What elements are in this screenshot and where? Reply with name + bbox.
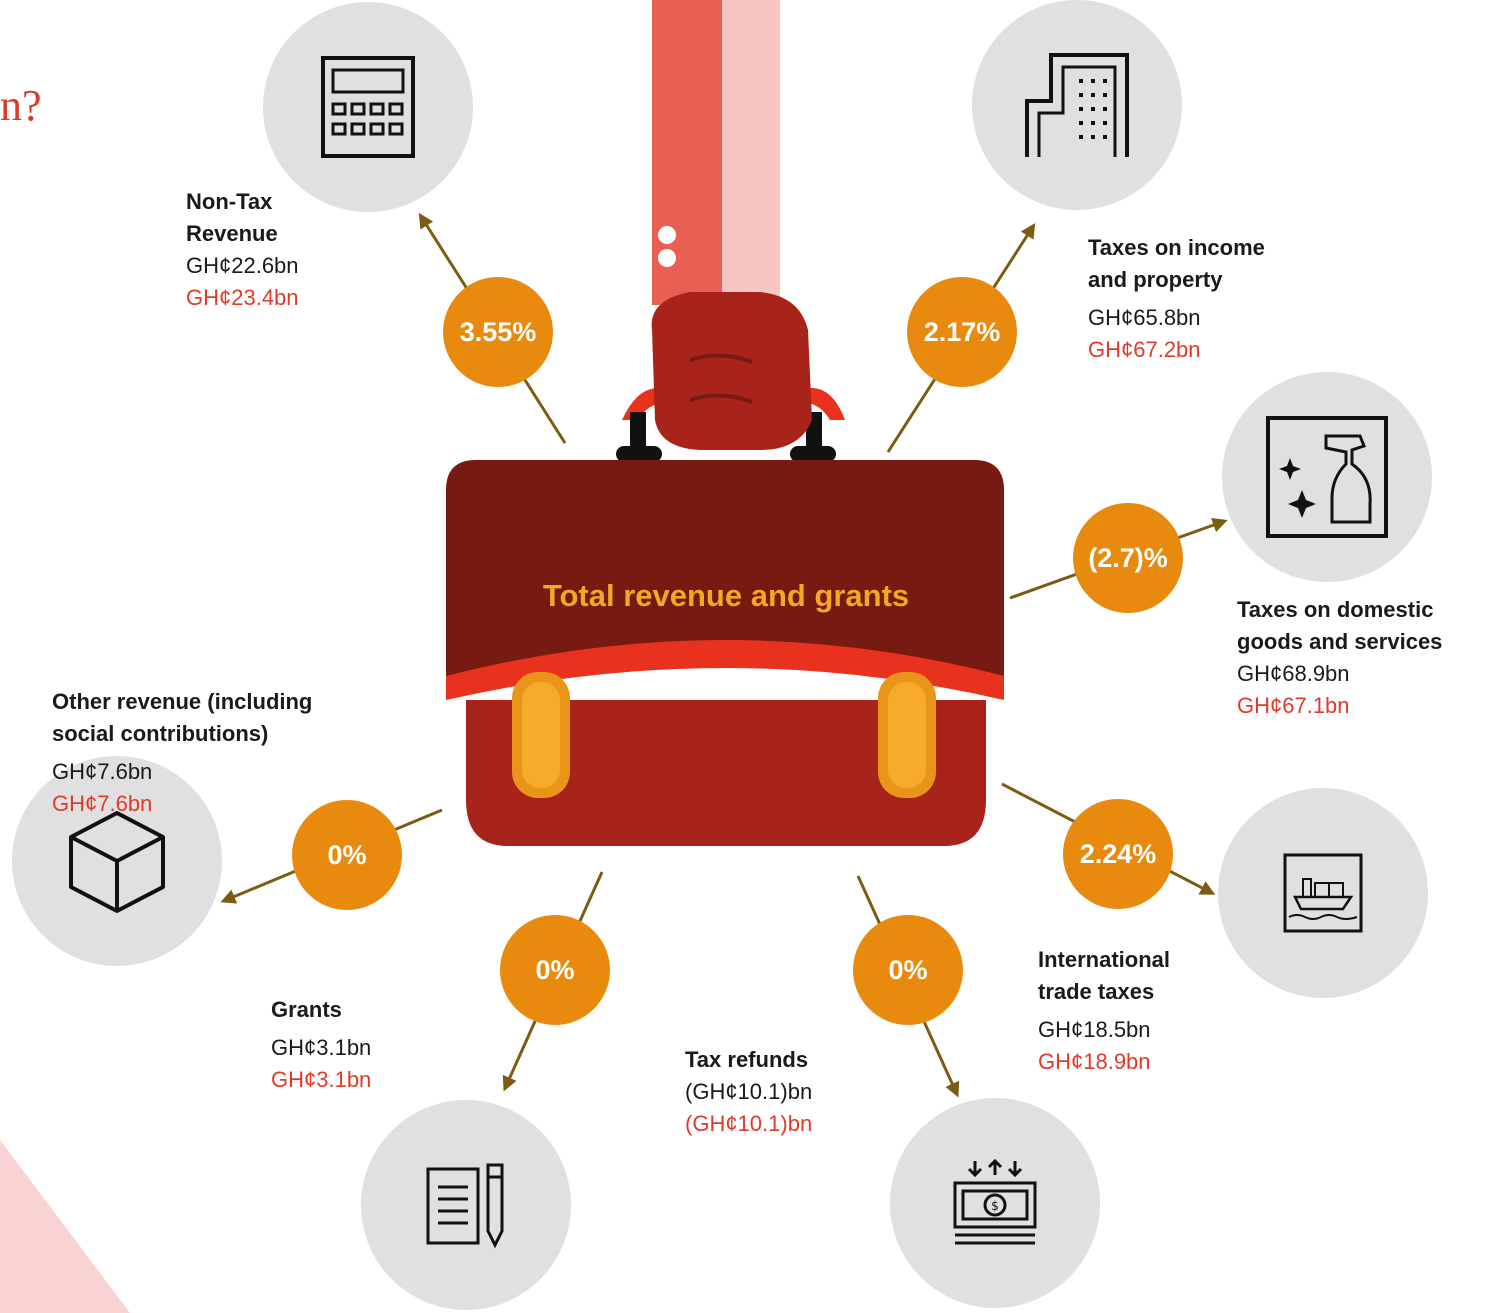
node-grants-value-1: GH¢3.1bn	[271, 1035, 372, 1060]
node-tax-refunds-title: Tax refunds	[685, 1047, 809, 1072]
node-grants-icon-circle	[361, 1100, 571, 1310]
money-transfer-icon: $	[953, 1158, 1037, 1245]
node-domestic-goods-label: Taxes on domestic goods and services GH¢…	[1237, 594, 1442, 722]
node-international-trade-icon-circle	[1218, 788, 1428, 998]
building-icon	[1025, 53, 1129, 157]
arm-illustration	[652, 0, 780, 305]
node-domestic-goods-title: Taxes on domestic goods and services	[1237, 597, 1443, 654]
node-domestic-goods-value-1: GH¢68.9bn	[1237, 661, 1350, 686]
spray-bottle-icon	[1266, 416, 1388, 538]
node-other-revenue-value-1: GH¢7.6bn	[52, 759, 153, 784]
node-tax-refunds-value-1: (GH¢10.1)bn	[685, 1079, 813, 1104]
node-tax-refunds-icon-circle: $	[890, 1098, 1100, 1308]
hand-fist	[651, 292, 812, 450]
briefcase	[446, 460, 1004, 846]
node-other-revenue-icon-circle	[12, 756, 222, 966]
node-international-trade-value-2: GH¢18.9bn	[1038, 1049, 1151, 1074]
node-other-revenue-value-2: GH¢7.6bn	[52, 791, 153, 816]
heading-fragment: n?	[0, 81, 42, 130]
node-non-tax-icon-circle	[263, 2, 473, 212]
document-pen-icon	[426, 1163, 504, 1249]
node-non-tax-value-1: GH¢22.6bn	[186, 253, 299, 278]
node-income-property-value-2: GH¢67.2bn	[1088, 337, 1201, 362]
node-domestic-goods-value-2: GH¢67.1bn	[1237, 693, 1350, 718]
background-triangle	[0, 1140, 130, 1313]
node-grants-label: Grants GH¢3.1bn GH¢3.1bn	[271, 994, 371, 1096]
box-icon	[69, 811, 165, 913]
node-international-trade-label: International trade taxes GH¢18.5bn GH¢1…	[1038, 944, 1170, 1078]
node-grants-value-2: GH¢3.1bn	[271, 1067, 372, 1092]
node-other-revenue-label: Other revenue (including social contribu…	[52, 686, 312, 820]
cargo-ship-icon	[1283, 853, 1363, 933]
node-international-trade-value-1: GH¢18.5bn	[1038, 1017, 1151, 1042]
node-income-property-title: Taxes on income and property	[1088, 235, 1265, 292]
node-other-revenue-change: 0%	[292, 800, 402, 910]
node-tax-refunds-value-2: (GH¢10.1)bn	[685, 1111, 813, 1136]
node-non-tax-title: Non-Tax Revenue	[186, 189, 278, 246]
node-tax-refunds-change: 0%	[853, 915, 963, 1025]
node-other-revenue-title: Other revenue (including social contribu…	[52, 689, 313, 746]
node-tax-refunds-label: Tax refunds (GH¢10.1)bn (GH¢10.1)bn	[685, 1044, 812, 1140]
node-non-tax-value-2: GH¢23.4bn	[186, 285, 299, 310]
node-income-property-value-1: GH¢65.8bn	[1088, 305, 1201, 330]
node-non-tax-label: Non-Tax Revenue GH¢22.6bn GH¢23.4bn	[186, 186, 299, 314]
node-international-trade-title: International trade taxes	[1038, 947, 1171, 1004]
node-domestic-goods-icon-circle	[1222, 372, 1432, 582]
node-income-property-label: Taxes on income and property GH¢65.8bn G…	[1088, 232, 1265, 366]
svg-text:$: $	[991, 1199, 999, 1213]
node-grants-title: Grants	[271, 997, 342, 1022]
node-income-property-change: 2.17%	[907, 277, 1017, 387]
node-non-tax-change: 3.55%	[443, 277, 553, 387]
calculator-icon	[321, 56, 415, 158]
center-title: Total revenue and grants	[542, 578, 910, 613]
node-international-trade-change: 2.24%	[1063, 799, 1173, 909]
node-domestic-goods-change: (2.7)%	[1073, 503, 1183, 613]
node-grants-change: 0%	[500, 915, 610, 1025]
node-income-property-icon-circle	[972, 0, 1182, 210]
